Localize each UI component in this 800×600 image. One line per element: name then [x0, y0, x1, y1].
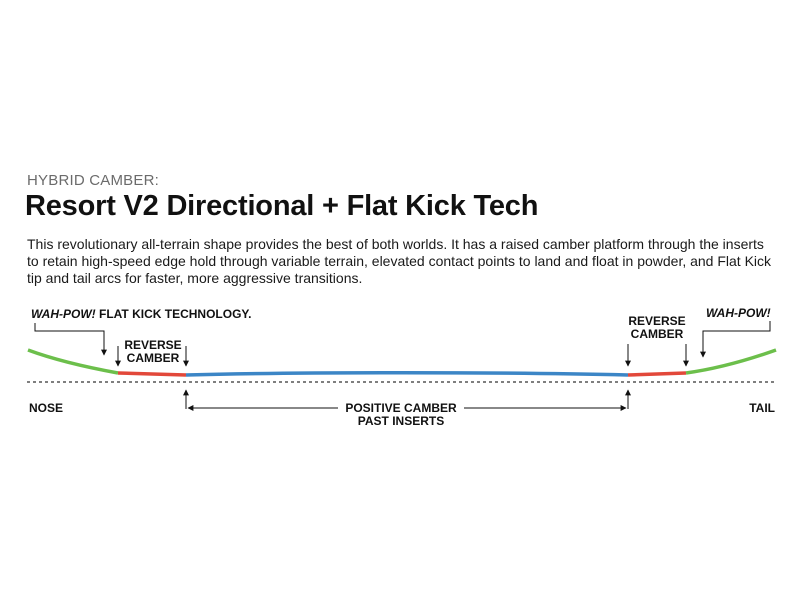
flat-kick-tail-segment	[685, 348, 777, 375]
description-text: This revolutionary all-terrain shape pro…	[27, 236, 772, 286]
positive-camber-line1: POSITIVE CAMBER	[345, 401, 457, 415]
page-title: Resort V2 Directional + Flat Kick Tech	[25, 190, 539, 222]
reverse-camber-left-line2: CAMBER	[127, 351, 180, 365]
flat-kick-text: FLAT KICK TECHNOLOGY.	[96, 307, 252, 321]
flat-kick-nose-segment	[27, 348, 119, 375]
reverse-camber-nose-segment	[117, 371, 187, 377]
wahpow-right-text: WAH-POW!	[706, 306, 771, 320]
nose-label: NOSE	[29, 401, 63, 415]
reverse-camber-right-line1: REVERSE	[628, 314, 685, 328]
flat-kick-technology-label: WAH-POW! FLAT KICK TECHNOLOGY.	[31, 307, 251, 321]
wahpow-right-leader	[700, 321, 771, 358]
positive-camber-line2: PAST INSERTS	[358, 414, 444, 428]
reverse-camber-left-line1: REVERSE	[124, 338, 181, 352]
reverse-camber-right-line2: CAMBER	[631, 327, 684, 341]
wahpow-left-text: WAH-POW!	[31, 307, 96, 321]
positive-camber-segment	[185, 371, 629, 377]
wahpow-left-leader	[34, 323, 107, 356]
reverse-camber-tail-segment	[627, 371, 687, 377]
kicker-text: HYBRID CAMBER:	[27, 172, 159, 189]
tail-label: TAIL	[749, 401, 775, 415]
